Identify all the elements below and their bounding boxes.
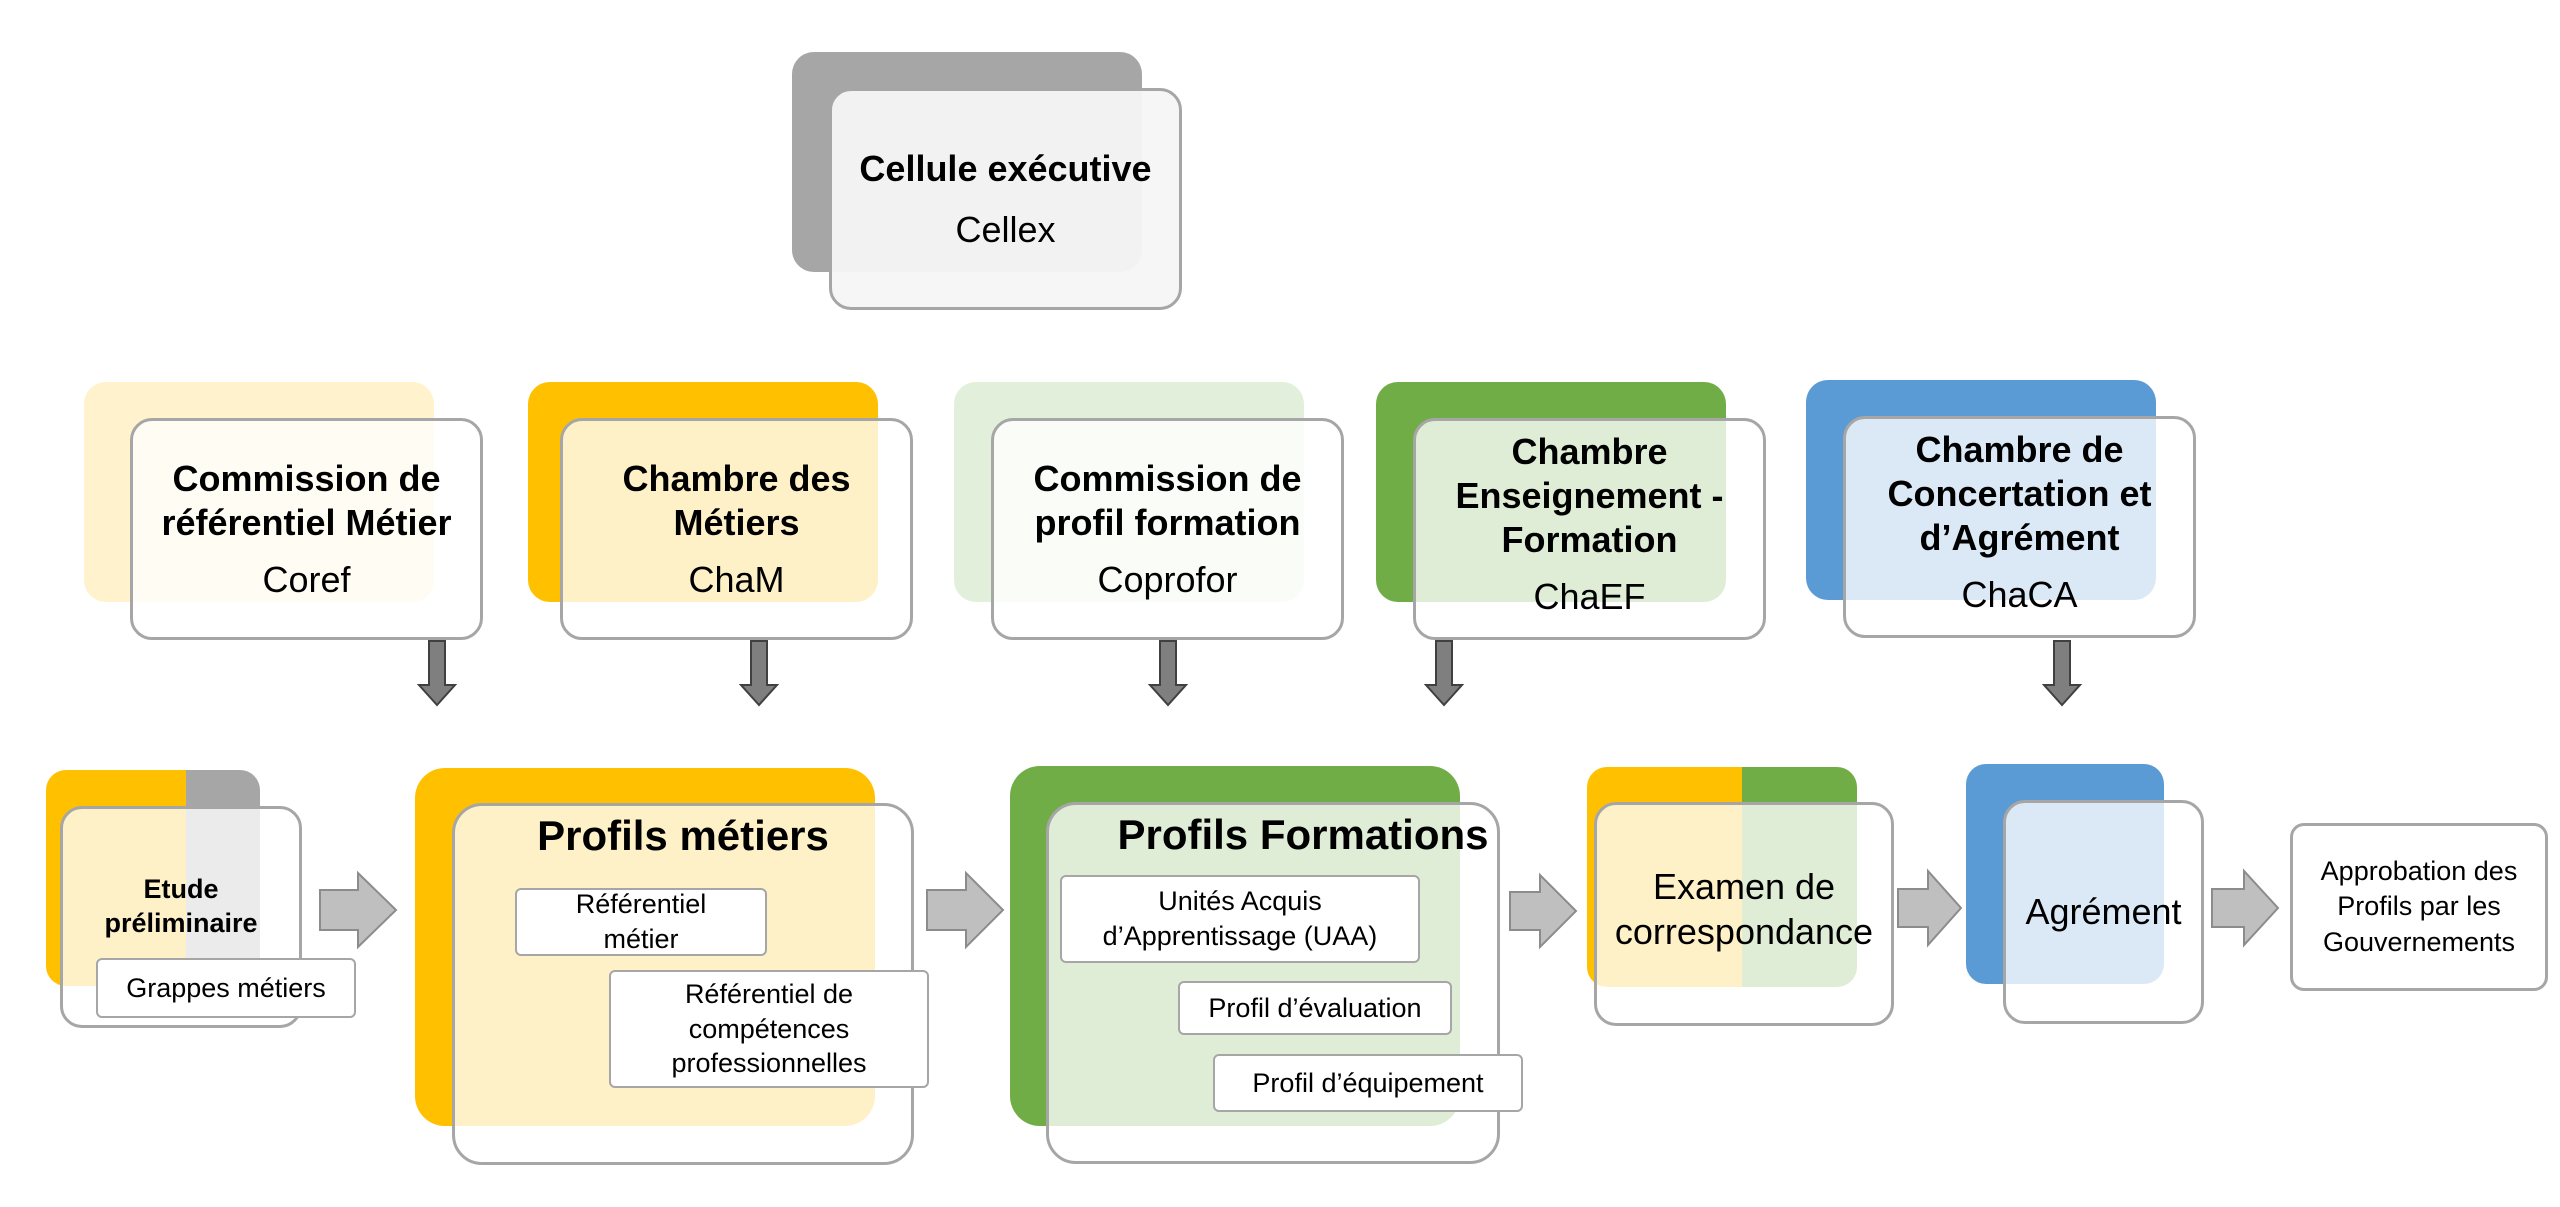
uaa-box: Unités Acquis d’Apprentissage (UAA)	[1060, 875, 1420, 963]
coref-abbr: Coref	[262, 558, 351, 600]
down-arrow-coref	[416, 640, 458, 707]
coref-title: Commission de référentiel Métier	[161, 458, 452, 543]
flow-arrow-2	[926, 870, 1005, 950]
cellex-card: Cellule exécutive Cellex	[829, 88, 1182, 310]
approbation-card: Approbation des Profils par les Gouverne…	[2290, 823, 2548, 991]
profil-equipement-box: Profil d’équipement	[1213, 1054, 1523, 1112]
coprofor-abbr: Coprofor	[1097, 558, 1238, 600]
profil-equipement-label: Profil d’équipement	[1252, 1067, 1484, 1098]
chaca-abbr: ChaCA	[1961, 573, 2078, 615]
profils-metiers-title: Profils métiers	[537, 812, 829, 859]
examen-card: Examen de correspondance	[1594, 802, 1894, 1026]
down-arrow-chaca	[2041, 640, 2083, 707]
referentiel-metier-label: Référentiel métier	[575, 889, 707, 954]
examen-title: Examen de correspondance	[1614, 866, 1874, 952]
cellex-abbr: Cellex	[955, 208, 1056, 250]
etude-title: Etude préliminaire	[104, 874, 258, 938]
profil-evaluation-label: Profil d’évaluation	[1208, 992, 1422, 1023]
agrement-card: Agrément	[2003, 800, 2204, 1024]
chaef-abbr: ChaEF	[1533, 575, 1646, 617]
referentiel-metier-box: Référentiel métier	[515, 888, 767, 956]
chaef-card: Chambre Enseignement - Formation ChaEF	[1413, 418, 1766, 640]
referentiel-competences-box: Référentiel de compétences professionnel…	[609, 970, 929, 1088]
approbation-title: Approbation des Profils par les Gouverne…	[2320, 856, 2518, 957]
coprofor-title: Commission de profil formation	[1033, 458, 1302, 543]
down-arrow-coprofor	[1147, 640, 1189, 707]
agrement-title: Agrément	[2025, 891, 2182, 932]
coprofor-card: Commission de profil formation Coprofor	[991, 418, 1344, 640]
cham-abbr: ChaM	[688, 558, 785, 600]
flow-arrow-5	[2211, 868, 2280, 948]
flow-arrow-1	[319, 870, 398, 950]
chaca-card: Chambre de Concertation et d’Agrément Ch…	[1843, 416, 2196, 638]
flow-arrow-3	[1509, 872, 1578, 950]
flow-arrow-4	[1897, 868, 1963, 948]
cham-card: Chambre des Métiers ChaM	[560, 418, 913, 640]
chaca-title: Chambre de Concertation et d’Agrément	[1887, 429, 2152, 558]
coref-card: Commission de référentiel Métier Coref	[130, 418, 483, 640]
down-arrow-cham	[738, 640, 780, 707]
down-arrow-chaef	[1423, 640, 1465, 707]
uaa-label: Unités Acquis d’Apprentissage (UAA)	[1102, 886, 1378, 951]
referentiel-competences-label: Référentiel de compétences professionnel…	[671, 979, 867, 1079]
chaef-title: Chambre Enseignement - Formation	[1455, 431, 1724, 560]
profil-evaluation-box: Profil d’évaluation	[1178, 981, 1452, 1035]
profils-formations-title: Profils Formations	[1117, 811, 1489, 858]
grappes-metiers-box: Grappes métiers	[96, 958, 356, 1018]
grappes-metiers-label: Grappes métiers	[126, 972, 326, 1003]
cellex-title: Cellule exécutive	[859, 148, 1152, 190]
cham-title: Chambre des Métiers	[622, 458, 851, 543]
